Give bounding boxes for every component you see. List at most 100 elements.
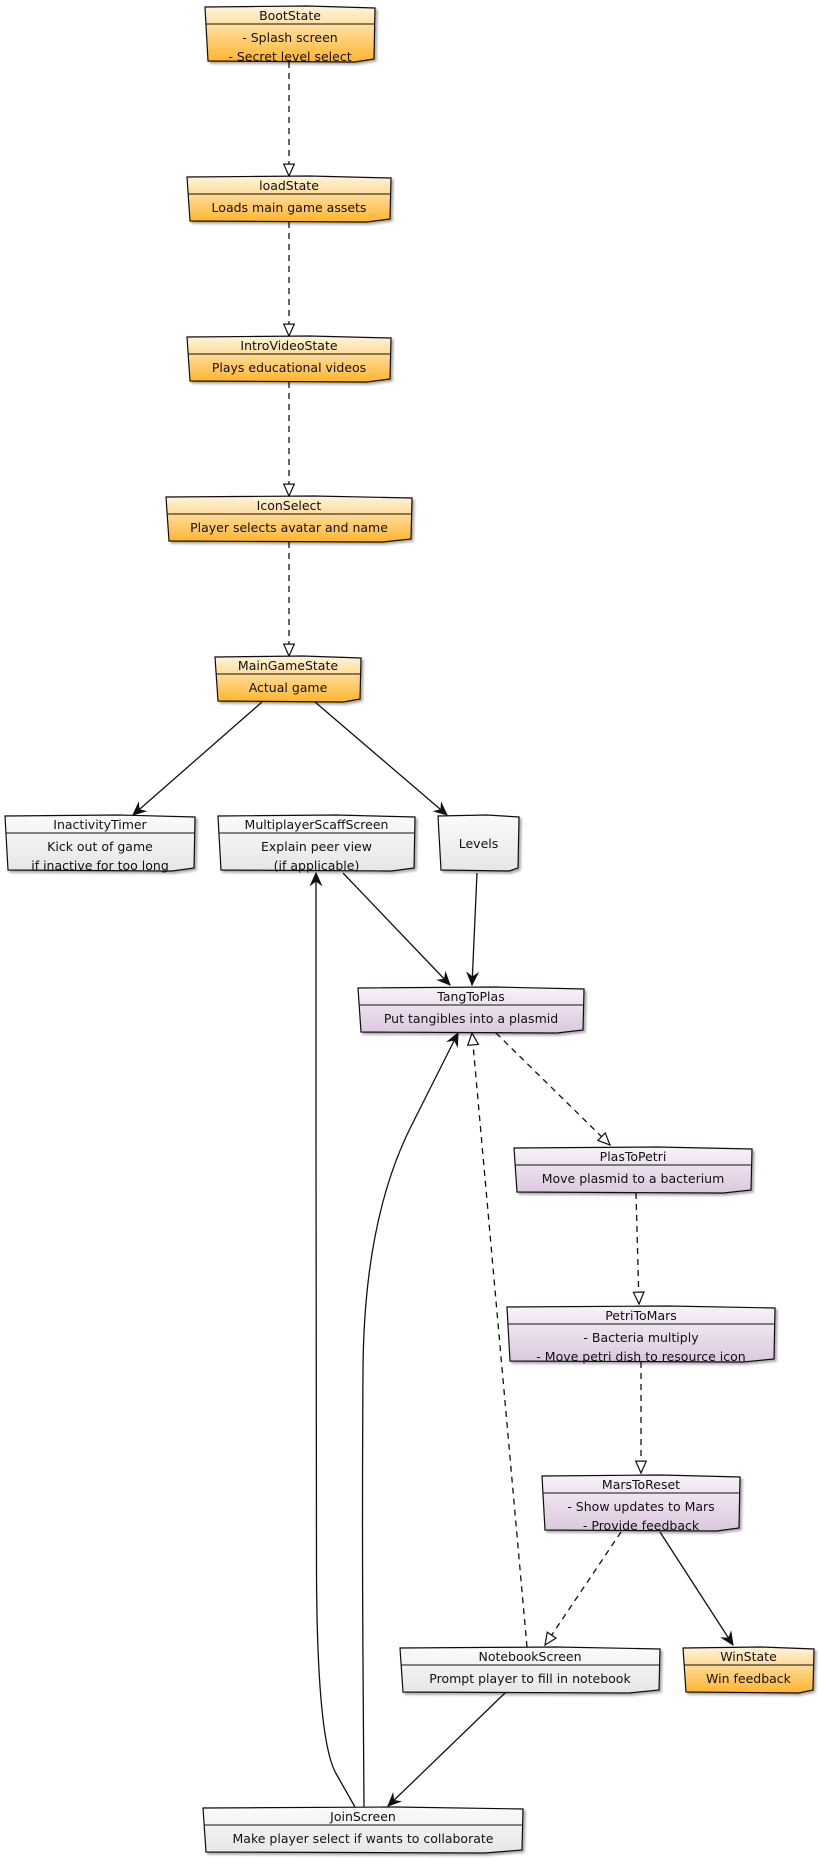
node-title: BootState xyxy=(259,8,321,23)
edge-maingamestate-to-levels xyxy=(314,701,448,816)
node-box xyxy=(4,814,196,872)
edge-line xyxy=(544,1531,622,1646)
hollow-arrowhead-icon xyxy=(282,163,296,178)
arrowhead-icon xyxy=(387,1792,403,1807)
edge-introvideostate-to-iconselect xyxy=(282,382,296,498)
node-title: WinState xyxy=(720,1649,777,1664)
edge-levels-to-tangtoplas xyxy=(466,872,480,987)
edge-joinscreen-to-multiplayerscaffscreen xyxy=(309,871,356,1808)
node-title: Levels xyxy=(459,836,499,851)
edge-joinscreen-to-tangtoplas xyxy=(361,1031,459,1808)
edge-line xyxy=(635,1192,640,1305)
node-description-line: Kick out of game xyxy=(47,839,153,854)
edge-line xyxy=(471,872,478,986)
hollow-arrowhead-icon xyxy=(282,483,296,498)
node-title: JoinScreen xyxy=(329,1809,396,1824)
arrowhead-icon xyxy=(309,871,323,887)
node-box xyxy=(513,1146,753,1194)
node-levels: Levels xyxy=(437,814,520,872)
edge-marstoreset-to-winstate xyxy=(659,1531,734,1647)
node-title: TangToPlas xyxy=(436,989,504,1004)
edge-multiplayerscaffscreen-to-tangtoplas xyxy=(342,872,451,986)
edge-line xyxy=(495,1032,611,1146)
node-box xyxy=(506,1305,776,1363)
node-description-line: Prompt player to fill in notebook xyxy=(429,1671,631,1686)
edge-line xyxy=(132,701,263,816)
node-description-line: if inactive for too long xyxy=(31,858,169,873)
node-box xyxy=(202,1806,524,1854)
node-description-line: - Provide feedback xyxy=(583,1518,700,1533)
node-description-line: - Bacteria multiply xyxy=(583,1330,699,1345)
node-box xyxy=(186,335,392,383)
node-description-line: Player selects avatar and name xyxy=(190,520,388,535)
arrowhead-icon xyxy=(446,1031,459,1048)
node-title: NotebookScreen xyxy=(478,1649,581,1664)
edge-line xyxy=(315,873,356,1808)
node-box xyxy=(214,655,362,703)
arrowhead-icon xyxy=(466,971,480,987)
node-description-line: Plays educational videos xyxy=(212,360,366,375)
hollow-arrowhead-icon xyxy=(634,1460,648,1475)
node-description-line: Win feedback xyxy=(706,1671,792,1686)
node-title: MarsToReset xyxy=(602,1477,680,1492)
edge-line xyxy=(314,701,448,816)
node-description-line: Make player select if wants to collabora… xyxy=(233,1831,494,1846)
node-box xyxy=(437,814,520,872)
edge-line xyxy=(342,872,451,986)
node-petritomars: PetriToMars- Bacteria multiply- Move pet… xyxy=(506,1305,776,1364)
edge-loadstate-to-introvideostate xyxy=(282,222,296,338)
node-description-line: Explain peer view xyxy=(261,839,372,854)
arrowhead-icon xyxy=(432,801,448,816)
edge-line xyxy=(361,1032,459,1808)
node-title: PlasToPetri xyxy=(600,1149,667,1164)
node-description-line: Move plasmid to a bacterium xyxy=(542,1171,725,1186)
node-description-line: - Show updates to Mars xyxy=(567,1499,714,1514)
node-title: IconSelect xyxy=(257,498,322,513)
hollow-arrowhead-icon xyxy=(282,323,296,338)
hollow-arrowhead-icon xyxy=(544,1631,558,1647)
edge-line xyxy=(471,1032,528,1648)
node-description-line: Loads main game assets xyxy=(212,200,367,215)
node-bootstate: BootState - Splash screen - Secret level s… xyxy=(204,5,376,64)
edge-maingamestate-to-inactivitytimer xyxy=(132,701,263,816)
edge-bootstate-to-loadstate xyxy=(282,62,296,178)
node-title: MultiplayerScaffScreen xyxy=(245,817,389,832)
edge-iconselect-to-maingamestate xyxy=(282,542,296,658)
node-description-line: - Splash screen xyxy=(242,30,337,45)
edge-marstoreset-to-notebookscreen xyxy=(544,1531,622,1647)
node-box xyxy=(682,1646,815,1694)
hollow-arrowhead-icon xyxy=(466,1031,480,1046)
edges-layer xyxy=(132,62,734,1808)
node-description-line: - Secret level select xyxy=(228,49,351,64)
node-box xyxy=(165,495,413,543)
node-description-line: - Move petri dish to resource icon xyxy=(536,1349,745,1364)
hollow-arrowhead-icon xyxy=(282,643,296,658)
node-description-line: Put tangibles into a plasmid xyxy=(384,1011,558,1026)
arrowhead-icon xyxy=(132,801,148,816)
node-title: loadState xyxy=(259,178,319,193)
node-title: MainGameState xyxy=(238,658,338,673)
edge-notebookscreen-to-joinscreen xyxy=(387,1692,506,1807)
edge-line xyxy=(659,1531,734,1646)
node-title: IntroVideoState xyxy=(240,338,337,353)
node-title: InactivityTimer xyxy=(53,817,147,832)
arrowhead-icon xyxy=(720,1630,734,1647)
arrowhead-icon xyxy=(436,970,451,986)
edge-tangtoplas-to-plastopetri xyxy=(495,1032,612,1147)
node-description-line: Actual game xyxy=(249,680,328,695)
hollow-arrowhead-icon xyxy=(632,1291,645,1306)
node-box xyxy=(399,1646,661,1694)
node-box xyxy=(217,814,416,872)
nodes-layer: BootState - Splash screen - Secret level s… xyxy=(4,5,815,1854)
